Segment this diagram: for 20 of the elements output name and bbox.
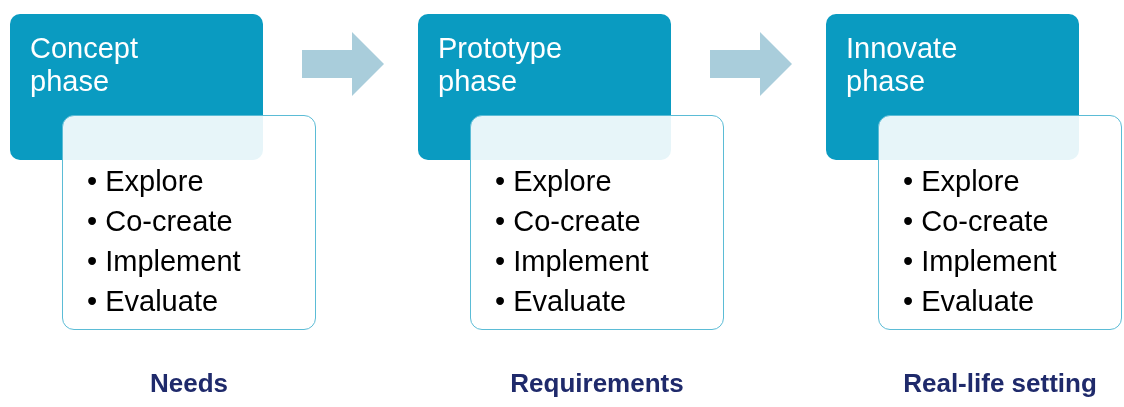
phase-caption: Real-life setting [902, 368, 1098, 399]
bullet-item: • Implement [495, 244, 650, 279]
bullet-item: • Co-create [903, 204, 1050, 239]
block-arrow [302, 32, 384, 96]
bullet-item: • Explore [495, 164, 613, 199]
bullet-item: • Explore [87, 164, 205, 199]
bullet-item: • Explore [903, 164, 1021, 199]
bullet-item: • Co-create [87, 204, 234, 239]
bullet-list-box [878, 115, 1122, 330]
block-arrow [710, 32, 792, 96]
bullet-item: • Evaluate [903, 284, 1036, 319]
phase-caption: Needs [148, 368, 229, 399]
bullet-item: • Evaluate [495, 284, 628, 319]
phase-caption: Requirements [509, 368, 685, 399]
bullet-item: • Co-create [495, 204, 642, 239]
bullet-list-box [62, 115, 316, 330]
bullet-item: • Implement [903, 244, 1058, 279]
bullet-item: • Evaluate [87, 284, 220, 319]
bullet-item: • Implement [87, 244, 242, 279]
bullet-list-box [470, 115, 724, 330]
